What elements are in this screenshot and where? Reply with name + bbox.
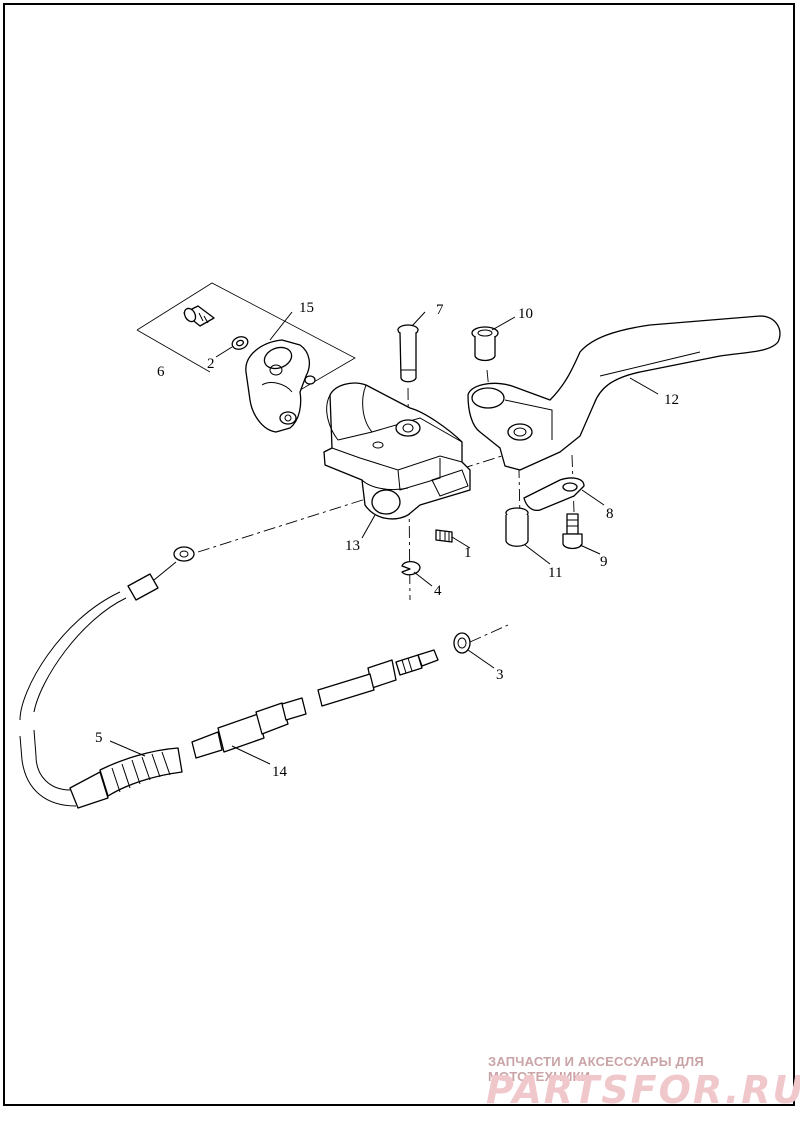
part-screw-6 — [183, 305, 215, 327]
part-clip-4 — [401, 560, 421, 576]
part-clamp-15 — [245, 339, 316, 433]
part-set-screw-1 — [435, 529, 453, 543]
part-clip-8 — [523, 477, 585, 512]
part-bushing-11 — [505, 507, 529, 547]
part-lever-12 — [467, 315, 781, 471]
callout-11: 11 — [548, 565, 562, 581]
callouts: 1 2 3 4 5 6 7 8 9 10 11 12 13 14 15 — [95, 300, 679, 780]
callout-7: 7 — [436, 302, 444, 318]
part-screw-9 — [562, 513, 583, 550]
part-housing-13 — [323, 382, 471, 520]
part-bushing-10 — [471, 326, 499, 362]
part-cable-5 — [19, 546, 195, 809]
callout-15: 15 — [299, 300, 314, 316]
callout-9: 9 — [600, 554, 608, 570]
diagram-frame — [3, 3, 795, 1106]
watermark-tagline: ЗАПЧАСТИ И АКСЕССУАРЫ ДЛЯ МОТОТЕХНИКИ — [488, 1054, 704, 1084]
leader-lines — [109, 311, 659, 765]
part-washer-2 — [231, 336, 249, 350]
part-pivot-pin-7 — [397, 324, 419, 383]
callout-4: 4 — [434, 583, 442, 599]
callout-1: 1 — [464, 545, 472, 561]
watermark-logo: PARTSFOR.RU — [486, 1068, 800, 1112]
callout-14: 14 — [272, 764, 288, 780]
callout-6: 6 — [157, 364, 165, 380]
part-washer-3 — [453, 632, 471, 654]
part-adjuster-14 — [191, 649, 439, 759]
callout-3: 3 — [496, 667, 504, 683]
callout-5: 5 — [95, 730, 103, 746]
callout-8: 8 — [606, 506, 614, 522]
callout-2: 2 — [207, 356, 215, 372]
kit-bracket-6 — [136, 282, 356, 401]
callout-10: 10 — [518, 306, 533, 322]
callout-12: 12 — [664, 392, 679, 408]
callout-13: 13 — [345, 538, 360, 554]
